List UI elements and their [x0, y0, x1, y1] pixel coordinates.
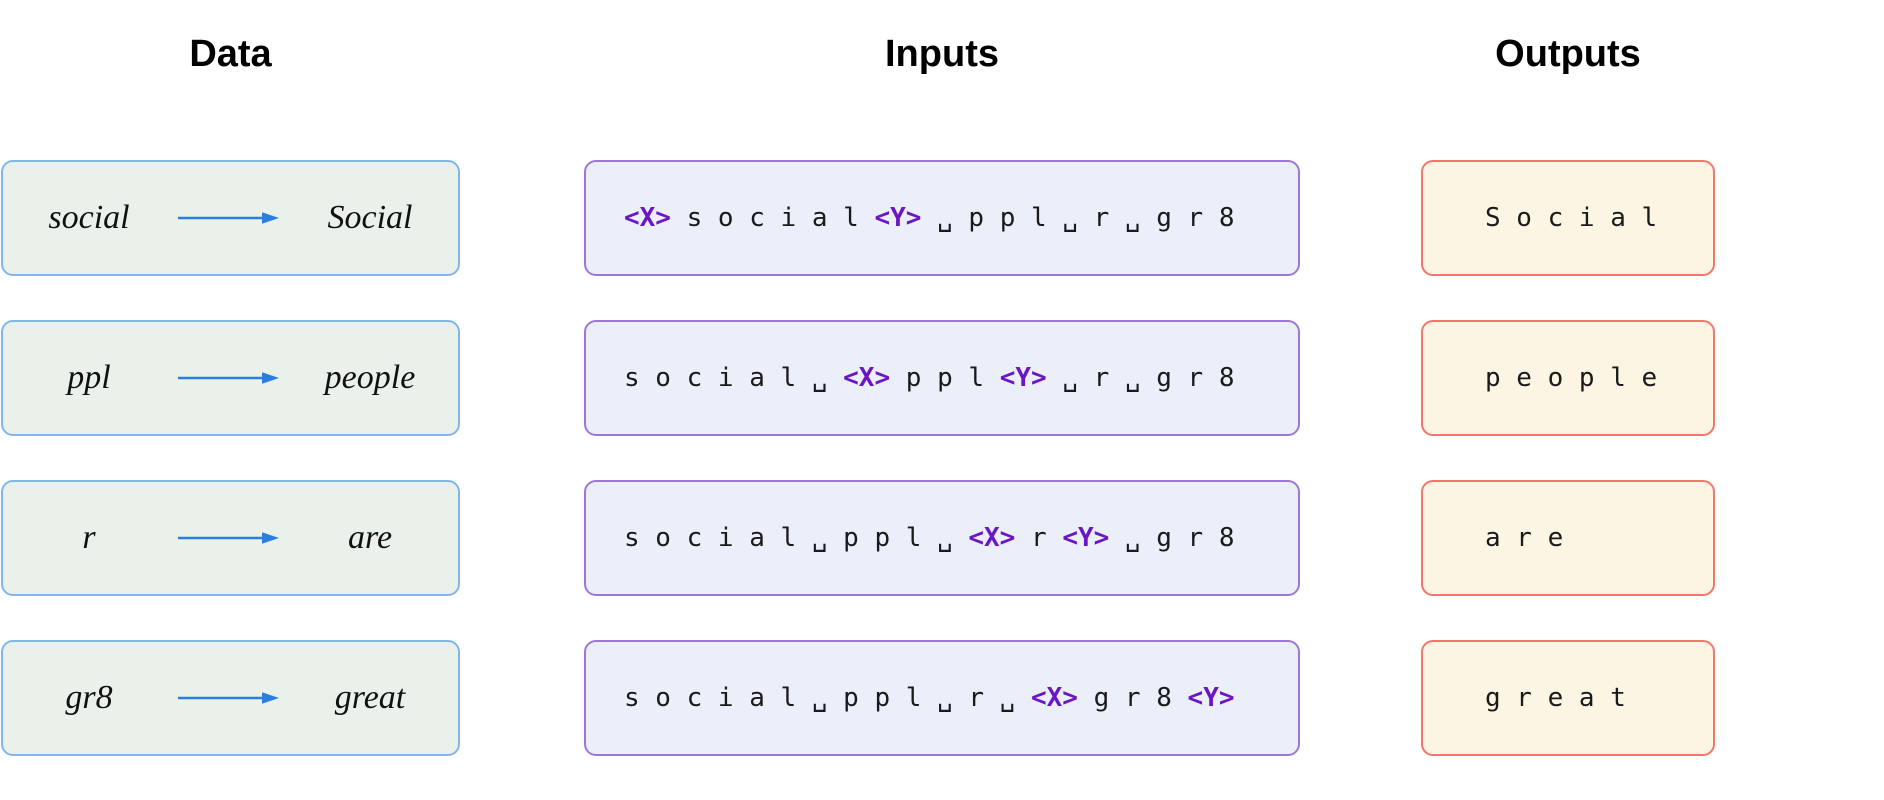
data-pair-box: social Social [1, 160, 460, 276]
input-sequence: s o c i a l ␣ <X> p p l <Y> ␣ r ␣ g r 8 [624, 363, 1235, 393]
target-word: people [324, 359, 416, 396]
example-rows: social Social <X> s o c i a l <Y> ␣ p p … [0, 160, 1884, 800]
input-sequence: s o c i a l ␣ p p l ␣ r ␣ <X> g r 8 <Y> [624, 683, 1235, 713]
example-row: social Social <X> s o c i a l <Y> ␣ p p … [0, 160, 1884, 276]
model-input-box: s o c i a l ␣ p p l ␣ r ␣ <X> g r 8 <Y> [584, 640, 1300, 756]
input-sequence: s o c i a l ␣ p p l ␣ <X> r <Y> ␣ g r 8 [624, 523, 1235, 553]
source-word: r [82, 519, 96, 556]
sentinel-token: <Y> [1187, 683, 1235, 713]
sentinel-token: <X> [843, 363, 891, 393]
output-sequence: S o c i a l [1485, 203, 1658, 233]
target-word: Social [327, 199, 413, 236]
target-word: are [347, 519, 393, 556]
sentinel-token: <Y> [874, 203, 922, 233]
model-input-box: s o c i a l ␣ <X> p p l <Y> ␣ r ␣ g r 8 [584, 320, 1300, 436]
input-sequence: <X> s o c i a l <Y> ␣ p p l ␣ r ␣ g r 8 [624, 203, 1235, 233]
inputs-column-header: Inputs [885, 33, 999, 75]
model-output-box: a r e [1421, 480, 1715, 596]
source-word: ppl [67, 359, 111, 396]
output-sequence: a r e [1485, 523, 1564, 553]
example-row: gr8 great s o c i a l ␣ p p l ␣ r ␣ <X> … [0, 640, 1884, 756]
column-headers: Data Inputs Outputs [0, 34, 1884, 74]
example-row: ppl people s o c i a l ␣ <X> p p l <Y> ␣… [0, 320, 1884, 436]
word-mapping: ppl people [1, 359, 460, 397]
data-pair-box: ppl people [1, 320, 460, 436]
output-sequence: g r e a t [1485, 683, 1626, 713]
sentinel-token: <X> [1031, 683, 1078, 713]
model-input-box: s o c i a l ␣ p p l ␣ <X> r <Y> ␣ g r 8 [584, 480, 1300, 596]
example-row: r are s o c i a l ␣ p p l ␣ <X> r <Y> ␣ … [0, 480, 1884, 596]
arrow-right-icon [178, 692, 279, 704]
data-pair-box: gr8 great [1, 640, 460, 756]
sentinel-token: <X> [624, 203, 671, 233]
outputs-column-header: Outputs [1495, 33, 1641, 75]
model-input-box: <X> s o c i a l <Y> ␣ p p l ␣ r ␣ g r 8 [584, 160, 1300, 276]
arrow-right-icon [178, 532, 279, 544]
sentinel-token: <Y> [1062, 523, 1110, 553]
word-mapping: social Social [1, 199, 460, 237]
model-output-box: S o c i a l [1421, 160, 1715, 276]
source-word: gr8 [65, 679, 113, 716]
word-mapping: r are [1, 519, 460, 557]
word-mapping: gr8 great [1, 679, 460, 717]
target-word: great [334, 679, 406, 716]
model-output-box: g r e a t [1421, 640, 1715, 756]
output-sequence: p e o p l e [1485, 363, 1658, 393]
arrow-right-icon [178, 212, 279, 224]
sentinel-token: <Y> [999, 363, 1047, 393]
sentinel-token: <X> [968, 523, 1016, 553]
data-column-header: Data [189, 33, 272, 75]
arrow-right-icon [178, 372, 279, 384]
model-output-box: p e o p l e [1421, 320, 1715, 436]
source-word: social [48, 199, 130, 236]
data-pair-box: r are [1, 480, 460, 596]
